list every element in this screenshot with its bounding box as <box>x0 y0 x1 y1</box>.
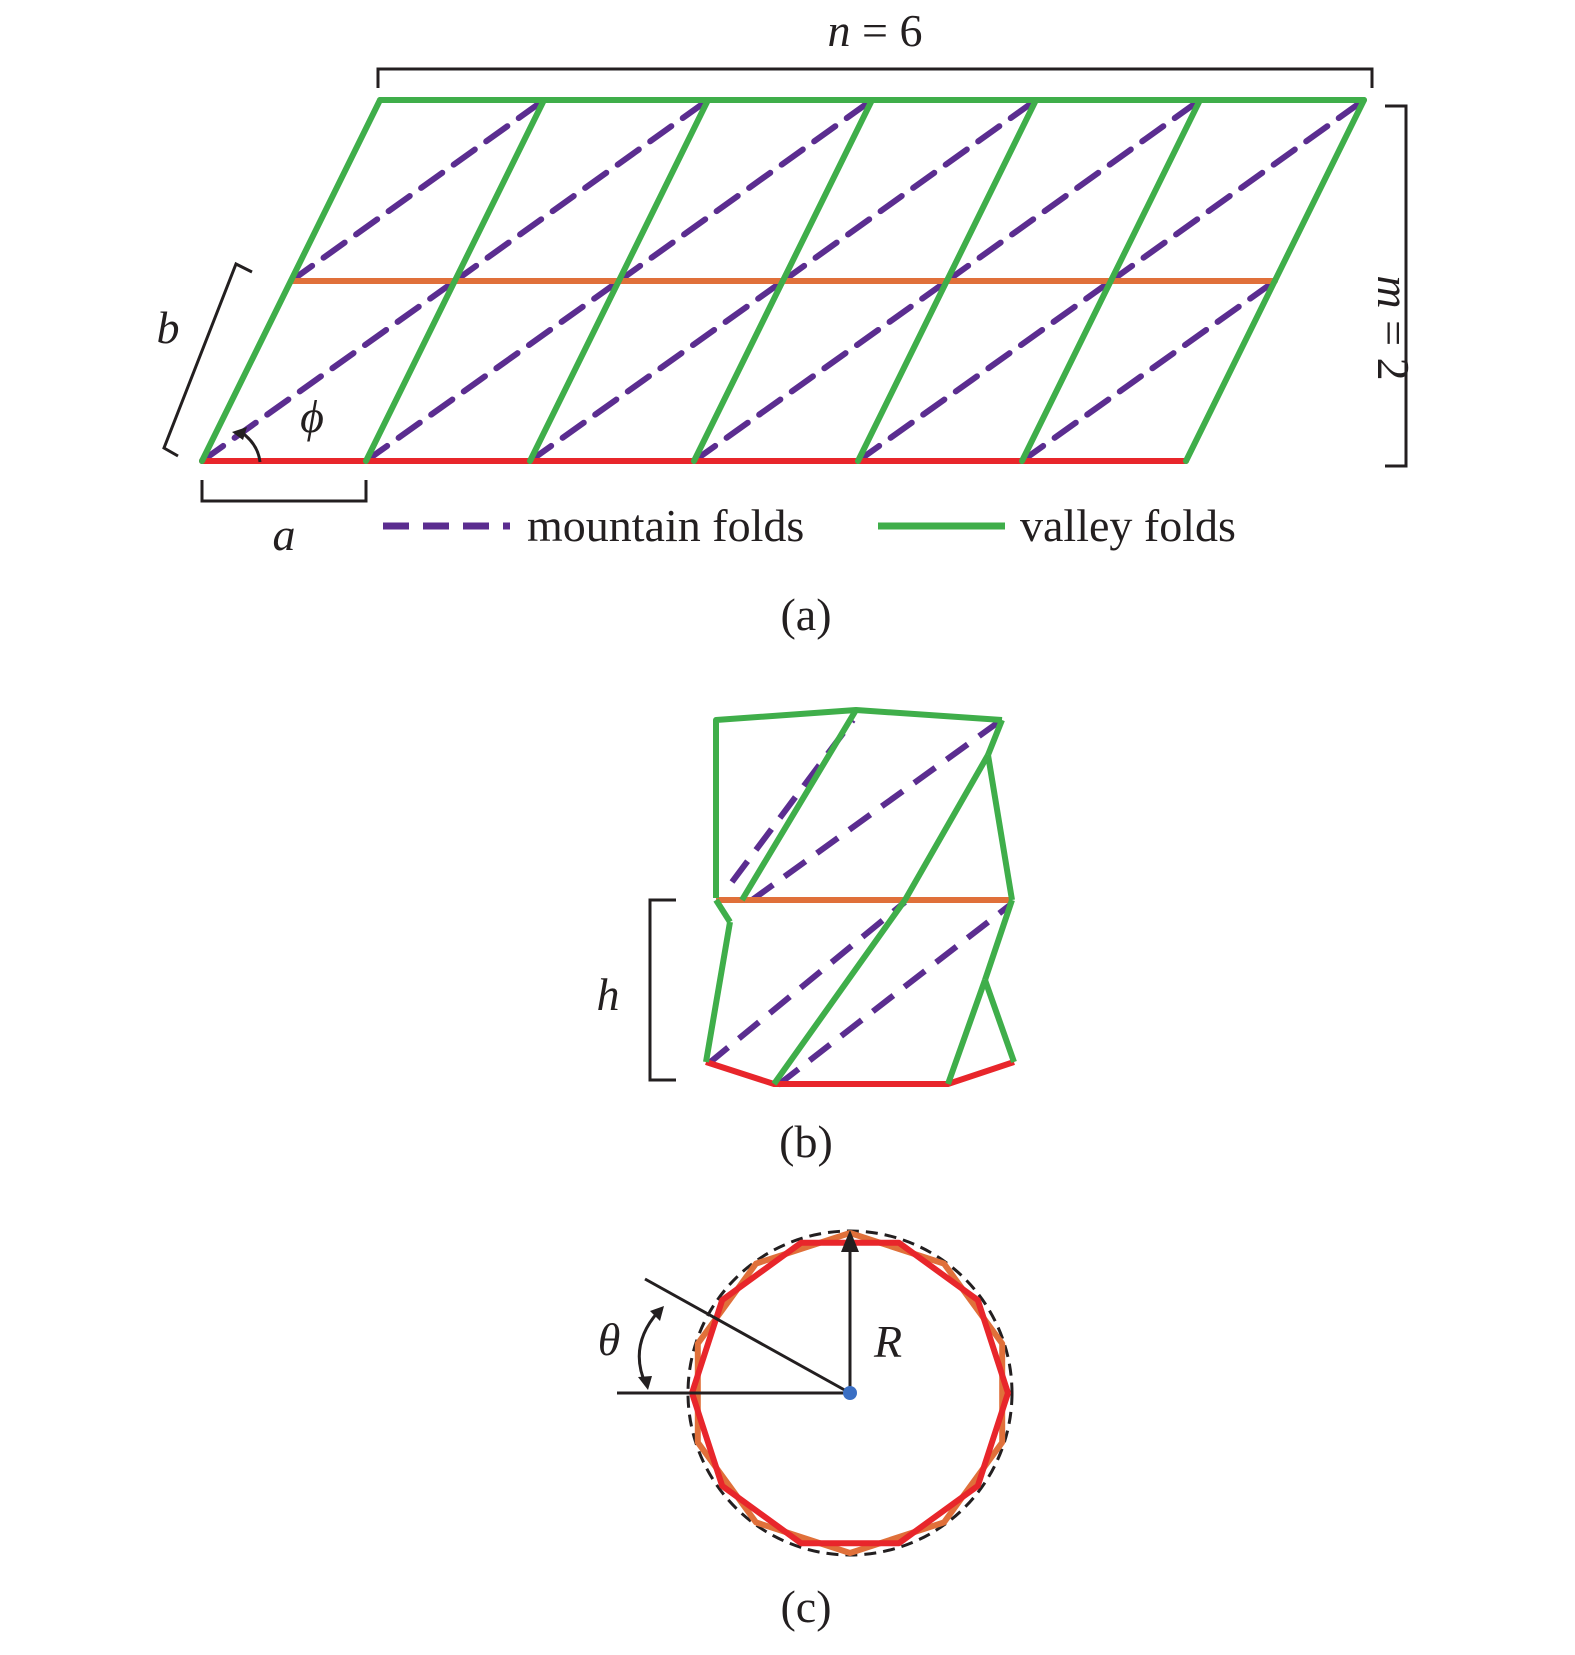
valley-fold-line <box>1183 97 1367 464</box>
theta-arrowhead-top <box>650 1306 664 1321</box>
R-label: R <box>873 1316 902 1367</box>
valley-fold-line <box>691 97 875 464</box>
valley-legend-label: valley folds <box>1020 500 1236 551</box>
m-label: m = 2 <box>1368 275 1419 380</box>
mountain-fold-line <box>944 97 1203 284</box>
phi-label: ϕ <box>300 391 324 442</box>
b-label: b <box>157 302 180 353</box>
valley-fold-line <box>855 97 1039 464</box>
mountain-fold-line <box>288 97 547 284</box>
rotated-reference-line <box>644 1277 851 1395</box>
mountain-fold-line <box>1019 278 1278 464</box>
h-label: h <box>597 969 620 1020</box>
n-bracket <box>376 67 1374 88</box>
h-bracket <box>648 898 676 1082</box>
a-label: a <box>273 509 296 560</box>
mountain-fold-line <box>855 278 1114 464</box>
mountain-fold-line <box>363 278 622 464</box>
theta-label: θ <box>598 1314 621 1365</box>
R-arrowhead <box>841 1230 859 1252</box>
valley-fold-line <box>1019 97 1203 464</box>
theta-arrowhead-bottom <box>638 1376 652 1390</box>
panel-c: R θ (c) <box>598 1229 1014 1632</box>
a-bracket <box>200 480 368 503</box>
panel-b: h (b) <box>597 707 1017 1167</box>
caption-a: (a) <box>780 589 831 640</box>
phi-arrowhead <box>232 427 247 440</box>
bottom-polygon-c <box>689 1239 1011 1547</box>
caption-b: (b) <box>779 1116 833 1167</box>
valley-fold-line <box>527 97 711 464</box>
center-point <box>843 1386 857 1400</box>
mountain-fold-line <box>780 97 1039 284</box>
mountain-legend-label: mountain folds <box>527 500 804 551</box>
n-label: n = 6 <box>828 5 923 56</box>
caption-c: (c) <box>780 1581 831 1632</box>
mountain-fold-line <box>616 97 875 284</box>
valley-folds-b <box>703 707 1017 1086</box>
mountain-fold-line <box>691 278 950 464</box>
valley-fold-line <box>363 97 547 464</box>
mountain-folds-a <box>199 97 1367 464</box>
theta-arc <box>637 1311 660 1386</box>
panel-a: n = 6 m = 2 b a ϕ mountain folds valley … <box>157 5 1420 640</box>
mountain-fold-line <box>452 97 711 284</box>
valley-folds-a <box>199 97 1367 464</box>
b-bracket <box>162 261 253 458</box>
mountain-fold-line <box>527 278 786 464</box>
mountain-fold-line <box>1108 97 1367 284</box>
m-bracket <box>1385 104 1408 468</box>
bottom-edge-b <box>705 1059 1015 1087</box>
valley-fold-line <box>199 97 383 464</box>
